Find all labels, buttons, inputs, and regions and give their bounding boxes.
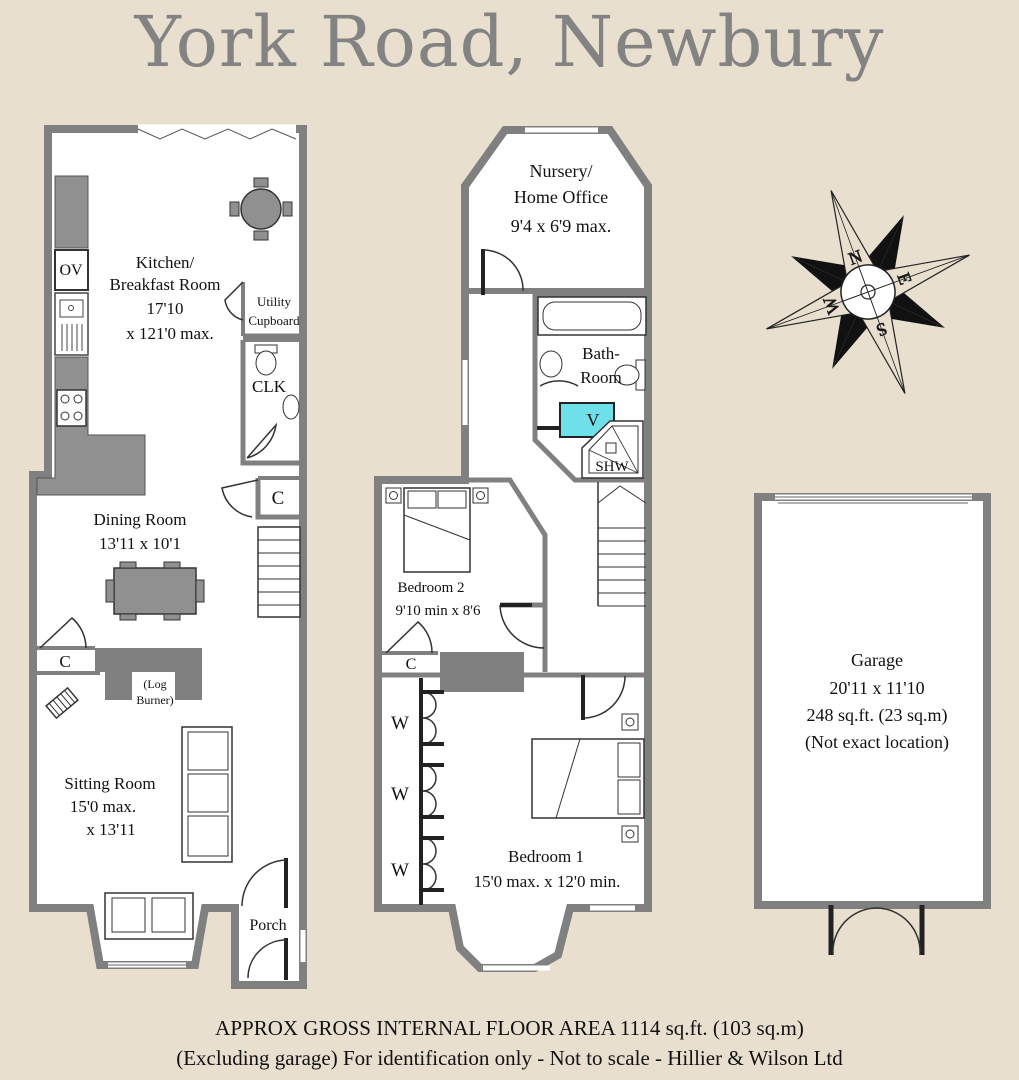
oven [54,249,89,291]
oven-label: OV [59,262,83,279]
bathroom-walls [532,292,651,483]
bath-basin [539,350,563,378]
kitchen-dim-1: 17'10 [146,299,183,318]
nursery-2: Home Office [514,187,608,207]
ground-floor-outline [29,125,307,989]
porch-label: Porch [249,917,286,934]
sitting-name: Sitting Room [64,774,155,793]
garage: Garage 20'11 x 11'10 248 sq.ft. (23 sq.m… [754,493,991,956]
bedroom1-name: Bedroom 1 [508,847,584,866]
armchairs-bay [104,892,194,940]
basin [282,394,300,420]
log-burner-1: (Log [143,677,166,691]
sitting-dim-2: x 13'11 [86,820,135,839]
compass-west: W [819,294,844,317]
chimney-first [440,652,524,692]
compass-rose-icon: N S E W [766,190,970,394]
stairs-ground [257,526,301,618]
dining-name: Dining Room [93,510,186,529]
kitchen-name-2: Breakfast Room [110,275,221,294]
dining-dims: 13'11 x 10'1 [99,534,181,553]
utility-label-1: Utility [257,294,291,309]
kitchen-counter-upper [54,175,89,249]
wardrobe-doors-bars [423,690,444,892]
breakfast-table [229,177,293,241]
bedroom2-dims: 9'10 min x 8'6 [396,603,481,619]
cupboard-dining-label: C [59,652,70,671]
footer-disclaimer: (Excluding garage) For identification on… [176,1046,843,1070]
shower-label: SHW [595,459,629,475]
sitting-dim-1: 15'0 max. [70,797,136,816]
first-floor: Nursery/ Home Office 9'4 x 6'9 max. Bath… [374,126,652,972]
wardrobe-3: W [391,860,409,881]
clk-label: CLK [252,377,287,396]
nursery-1: Nursery/ [530,161,593,181]
cupboard-bed2-label: C [406,656,417,673]
cupboard-stairs-label: C [272,488,285,509]
wardrobe-1: W [391,713,409,734]
garage-dims: 20'11 x 11'10 [829,678,924,698]
log-burner-2: Burner) [136,693,173,707]
bathroom-2: Room [580,368,622,387]
stairs-first [597,482,647,607]
garage-name: Garage [851,650,903,670]
garage-outline [754,493,991,909]
garage-area: 248 sq.ft. (23 sq.m) [807,705,948,726]
footer-floor-area: APPROX GROSS INTERNAL FLOOR AREA 1114 sq… [215,1016,804,1040]
dining-table [105,561,205,621]
page-title: York Road, Newbury [134,1,885,83]
kitchen-name-1: Kitchen/ [136,253,195,272]
bedroom1-dims: 15'0 max. x 12'0 min. [474,872,621,891]
wardrobe-2: W [391,784,409,805]
lamp-icon [45,686,79,720]
bathtub [537,296,647,336]
nursery-dims: 9'4 x 6'9 max. [511,216,611,236]
bathroom-1: Bath- [582,344,620,363]
hob [56,389,87,427]
bed-bedroom2 [385,487,489,573]
bed-bedroom1 [531,713,645,843]
bedroom2-name: Bedroom 2 [397,580,464,596]
utility-label-2: Cupboard [248,313,300,328]
sofa-sitting [181,726,233,863]
kitchen-dim-2: x 121'0 max. [126,324,214,343]
wc [254,344,278,376]
shower [581,420,644,479]
ground-floor: OV Utility Cupboard C [29,124,307,989]
chimney-breast [95,648,202,700]
bath-wc [614,359,646,391]
vessel-label: V [587,410,600,430]
garage-note: (Not exact location) [805,732,949,753]
wardrobe-doors [422,691,437,891]
